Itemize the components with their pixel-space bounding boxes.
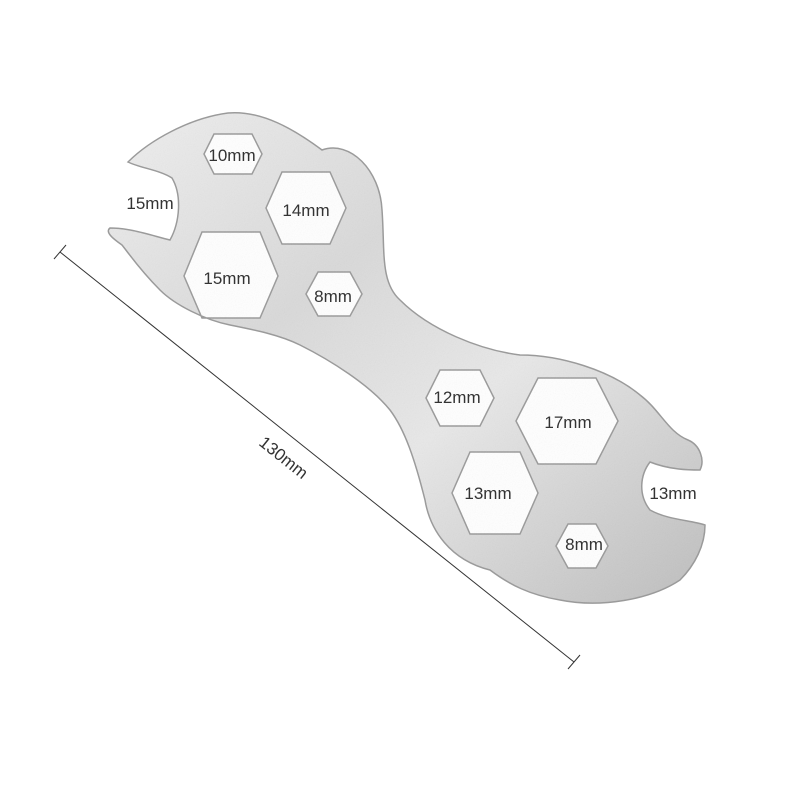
dimension-tick-start [53,244,67,260]
label-hex-13: 13mm [464,484,511,503]
label-hex-8-bottom: 8mm [565,535,603,554]
dimension-line [59,251,575,663]
dimension-label: 130mm [255,433,311,483]
dimension-tick-end [567,654,581,670]
label-right-jaw: 13mm [649,484,696,503]
label-hex-15: 15mm [203,269,250,288]
label-hex-10: 10mm [208,146,255,165]
label-hex-8-top: 8mm [314,287,352,306]
wrench-texture [108,112,706,604]
label-hex-17: 17mm [544,413,591,432]
label-hex-12: 12mm [433,388,480,407]
label-hex-14: 14mm [282,201,329,220]
label-left-jaw: 15mm [126,194,173,213]
